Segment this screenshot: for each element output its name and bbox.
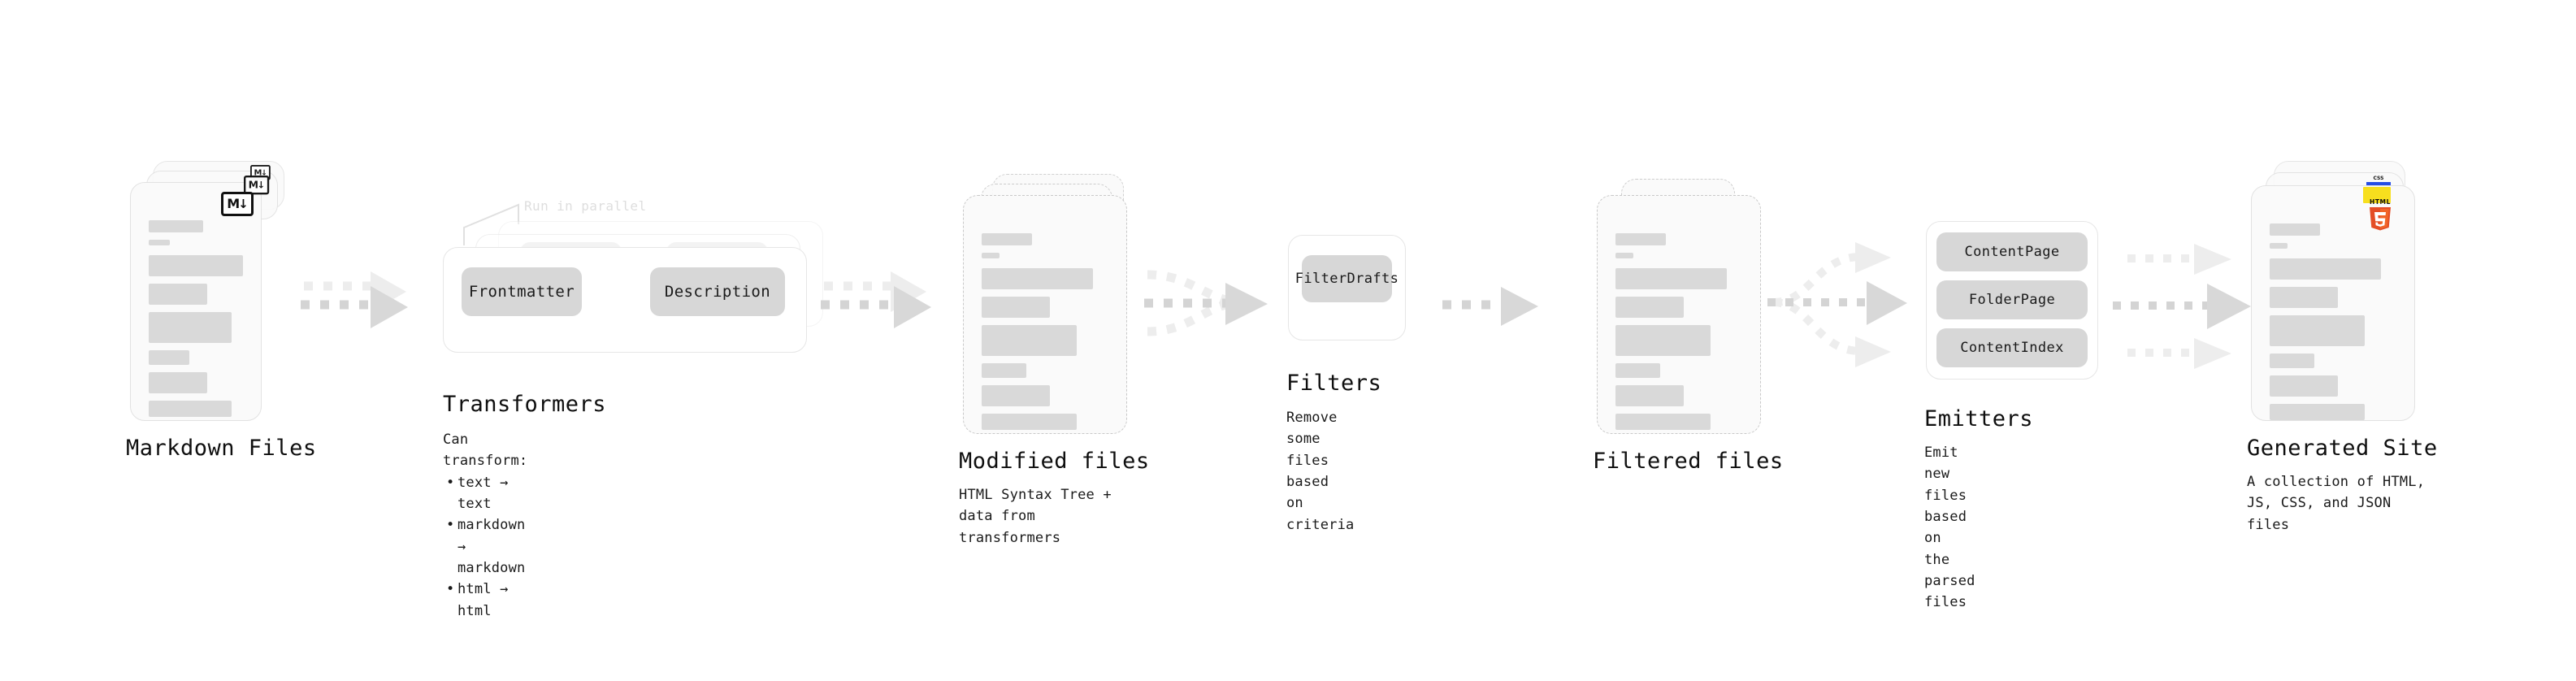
generated-file-stack: CSS HTML [2251, 161, 2430, 421]
emitters-chip-contentpage[interactable]: ContentPage [1936, 232, 2088, 271]
markdown-files-title: Markdown Files [126, 436, 317, 461]
html5-icon: HTML [2366, 197, 2394, 231]
css-icon: CSS [2366, 174, 2391, 185]
emitters-subtitle: Emit new files based on the parsed files [1924, 445, 1975, 611]
svg-text:HTML: HTML [2370, 198, 2391, 206]
stage-generated-site: CSS HTML Generated Site A collection of … [2247, 161, 2437, 533]
emitters-chip-folderpage[interactable]: FolderPage [1936, 280, 2088, 319]
emitters-title: Emitters [1924, 406, 2034, 432]
arrow-markdown-to-transformers [301, 271, 408, 328]
arrow-emitters-to-site [2113, 244, 2251, 369]
modified-files-subtitle: HTML Syntax Tree + data from transformer… [959, 487, 1112, 546]
filtered-files-title: Filtered files [1593, 449, 1784, 474]
transformers-title: Transformers [443, 392, 607, 417]
filtered-file-stack [1597, 174, 1767, 434]
css-badge-text: CSS [2373, 176, 2384, 181]
filters-title: Filters [1286, 371, 1382, 396]
emitters-chip-contentindex[interactable]: ContentIndex [1936, 328, 2088, 367]
stage-filtered-files: Filtered files [1593, 174, 1783, 474]
transformers-transform-item-0: text → text [446, 472, 527, 515]
modified-placeholder-lines [982, 233, 1108, 437]
arrow-filters-to-filtered [1442, 287, 1538, 326]
generated-site-subtitle: A collection of HTML, JS, CSS, and JSON … [2247, 474, 2426, 533]
run-in-parallel-bracket [463, 203, 519, 245]
markdown-badge-back-1: M↓ [244, 176, 270, 195]
arrow-filtered-to-emitters [1767, 242, 1907, 367]
transformers-transform-item-1: markdown → markdown [446, 514, 527, 579]
transformers-chip-frontmatter[interactable]: Frontmatter [462, 267, 582, 316]
transformers-transform-item-2: html → html [446, 579, 527, 622]
modified-card-front [963, 195, 1127, 434]
stage-modified-files: Modified files HTML Syntax Tree + data f… [959, 174, 1149, 546]
stage-markdown-files: M↓ M↓ M↓ Markdown Files [126, 161, 316, 461]
markdown-card-front [130, 182, 262, 421]
generated-site-title: Generated Site [2247, 436, 2438, 461]
javascript-icon [2363, 187, 2391, 203]
filters-chip-filterdrafts[interactable]: FilterDrafts [1295, 255, 1399, 302]
transformers-subtitle-lead: Can transform: [443, 432, 528, 470]
generated-placeholder-lines [2270, 223, 2396, 427]
markdown-placeholder-lines [149, 220, 243, 424]
transformers-chip-description[interactable]: Description [650, 267, 785, 316]
arrow-modified-to-filters [1144, 270, 1268, 336]
filters-subtitle: Remove some files based on criteria [1286, 410, 1355, 533]
modified-file-stack [963, 174, 1134, 434]
filtered-placeholder-lines [1615, 233, 1742, 437]
transformers-subtitle: Can transform: text → text markdown → ma… [443, 429, 527, 622]
filtered-card-front [1597, 195, 1761, 434]
modified-files-title: Modified files [959, 449, 1150, 474]
run-in-parallel-label: Run in parallel [524, 198, 647, 214]
markdown-file-stack: M↓ M↓ M↓ [130, 161, 284, 421]
arrow-transformers-to-modified [821, 271, 931, 328]
markdown-badge: M↓ [221, 192, 254, 216]
